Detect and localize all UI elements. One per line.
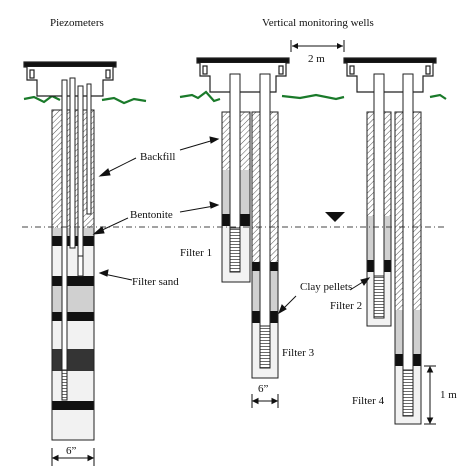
label-filter-2: Filter 2 — [330, 300, 362, 312]
screen-length-dimension — [424, 365, 436, 425]
well-3 — [251, 73, 279, 379]
diameter-dimension-wells — [251, 394, 279, 408]
label-clay-pellets: Clay pellets — [300, 281, 352, 293]
piezometers-title: Piezometers — [50, 17, 104, 29]
annotations — [92, 136, 371, 315]
label-filter-4: Filter 4 — [352, 395, 385, 407]
well-4 — [394, 73, 422, 425]
label-filter-sand: Filter sand — [132, 276, 179, 288]
water-table — [22, 212, 446, 228]
spacing-label: 2 m — [308, 53, 325, 65]
wells-title: Vertical monitoring wells — [262, 17, 374, 29]
label-backfill: Backfill — [140, 151, 175, 163]
well-1 — [221, 73, 251, 283]
ground-surface — [23, 90, 447, 105]
label-filter-1: Filter 1 — [180, 247, 212, 259]
spacing-dimension: 2 m — [290, 40, 345, 65]
diameter-label-wells: 6” — [258, 383, 269, 395]
water-table-triangle-icon — [325, 212, 345, 222]
screen-length-label: 1 m — [440, 389, 457, 401]
wells-left-wellhead — [196, 57, 290, 93]
well-2 — [366, 73, 392, 327]
label-bentonite: Bentonite — [130, 209, 173, 221]
diameter-dimension-piezo — [51, 448, 95, 466]
piezometer-borehole — [51, 77, 95, 441]
diameter-label-piezo: 6” — [66, 445, 77, 457]
wells-right-wellhead — [343, 57, 437, 93]
label-filter-3: Filter 3 — [282, 347, 315, 359]
